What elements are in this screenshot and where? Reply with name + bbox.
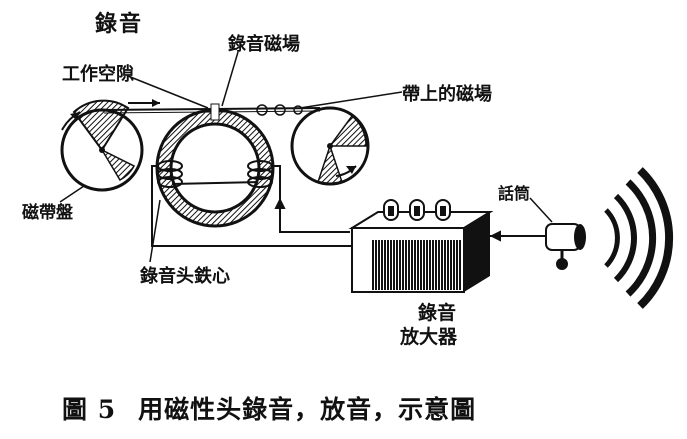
- section-title: 錄音: [95, 12, 144, 37]
- tape-field-label: 帶上的磁場: [402, 84, 492, 105]
- figure-caption: 圖 5 用磁性头錄音，放音，示意圖: [62, 390, 476, 426]
- wires: [151, 165, 548, 247]
- vacuum-tubes: [383, 199, 451, 221]
- sound-waves: [604, 167, 674, 309]
- left-reel: [60, 99, 144, 192]
- caption-text: 用磁性头錄音，放音，示意圖: [138, 395, 477, 424]
- head-core-label: 錄音头鉄心: [140, 266, 230, 287]
- leader-lines: [59, 51, 553, 263]
- microphone: [545, 223, 586, 270]
- amplifier-label-line1: 錄音: [418, 302, 457, 324]
- right-reel: [290, 106, 370, 186]
- recording-head: [155, 103, 275, 228]
- figure-number: 圖 5: [62, 395, 117, 424]
- reel-label: 磁帶盤: [22, 203, 73, 223]
- working-gap-label: 工作空隙: [62, 64, 134, 85]
- microphone-label: 話筒: [498, 184, 531, 203]
- recording-field-label: 錄音磁場: [228, 34, 300, 55]
- amplifier: [348, 199, 494, 293]
- amplifier-label-line2: 放大器: [400, 326, 458, 348]
